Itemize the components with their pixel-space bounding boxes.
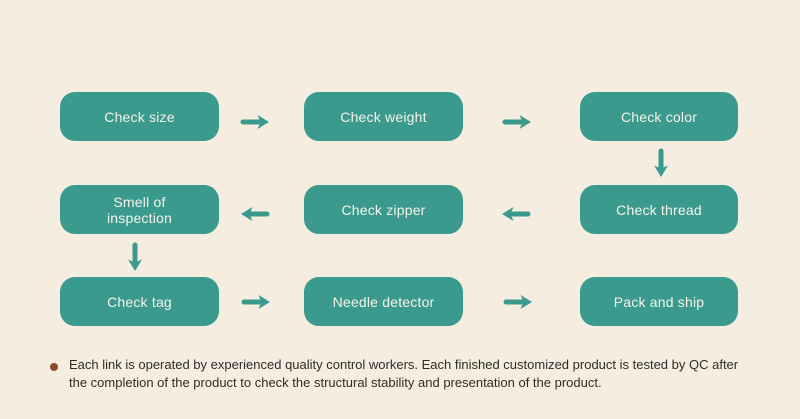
flow-node-label: Check weight xyxy=(340,108,427,125)
flow-node-label: Check color xyxy=(620,108,698,125)
arrow-left-icon xyxy=(240,206,270,222)
flow-node-check-weight: Check weight xyxy=(304,92,463,141)
arrow-right-icon xyxy=(240,114,270,130)
arrow-right-icon xyxy=(241,294,271,310)
flow-node-label: Check zipper xyxy=(341,201,426,218)
flow-node-label: Check thread xyxy=(616,201,702,218)
flow-node-label: Check size xyxy=(104,108,175,125)
footnote-text: Each link is operated by experienced qua… xyxy=(69,357,739,390)
flow-node-label: Smell of inspection xyxy=(106,193,173,226)
arrow-right-icon xyxy=(503,294,533,310)
flow-node-label: Check tag xyxy=(107,293,172,310)
flow-node-check-size: Check size xyxy=(60,92,219,141)
arrow-down-icon xyxy=(127,242,143,272)
arrow-left-icon xyxy=(501,206,531,222)
flow-node-check-thread: Check thread xyxy=(580,185,738,234)
arrow-down-icon xyxy=(653,148,669,178)
flow-node-check-zipper: Check zipper xyxy=(304,185,463,234)
flow-node-check-tag: Check tag xyxy=(60,277,219,326)
flow-node-needle-detector: Needle detector xyxy=(304,277,463,326)
arrow-right-icon xyxy=(502,114,532,130)
flow-node-smell-of-inspection: Smell of inspection xyxy=(60,185,219,234)
bullet-icon xyxy=(50,363,58,371)
flow-node-pack-and-ship: Pack and ship xyxy=(580,277,738,326)
flow-node-check-color: Check color xyxy=(580,92,738,141)
flow-node-label: Pack and ship xyxy=(613,293,705,310)
flow-node-label: Needle detector xyxy=(332,293,435,310)
